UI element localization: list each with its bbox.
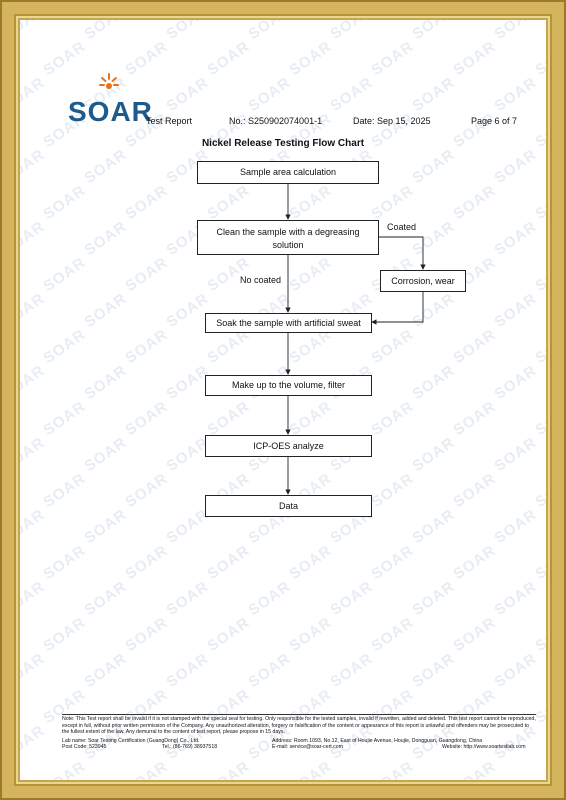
report-page: SOAR Test Report No.: S250902074001-1 Da… (20, 20, 546, 780)
logo-wordmark: SOAR (68, 96, 153, 127)
step-make-up-volume-label: Make up to the volume, filter (231, 380, 346, 390)
step-soak-sample: Soak the sample with artificial sweat (205, 313, 372, 333)
step-corrosion-wear-label: Corrosion, wear (391, 276, 455, 286)
footer-address: Address: Room 1093, No.12, East of Houji… (272, 737, 483, 744)
step-icp-oes-label: ICP-OES analyze (253, 441, 324, 451)
footer-divider (62, 714, 536, 715)
footer: Note: This Test report shall be invalid … (62, 716, 536, 751)
step-clean-sample: Clean the sample with a degreasing solut… (197, 220, 379, 255)
footer-email: E-mail: service@soar-cert.com (272, 744, 343, 751)
step-make-up-volume: Make up to the volume, filter (205, 375, 372, 396)
flow-connectors (285, 184, 426, 495)
label-coated: Coated (387, 222, 417, 232)
spark-icon (99, 73, 119, 89)
label-no-coated: No coated (240, 275, 282, 285)
step-corrosion-wear: Corrosion, wear (380, 270, 466, 292)
footer-lab-name: Lab name: Soar Testing Certification (Gu… (62, 737, 200, 744)
step-icp-oes: ICP-OES analyze (205, 435, 372, 457)
footer-post-code: Post Code: 523945 (62, 744, 107, 751)
report-label: Test Report (146, 116, 193, 126)
step-sample-area-label: Sample area calculation (239, 167, 337, 177)
step-data-label: Data (278, 501, 298, 511)
step-sample-area: Sample area calculation (197, 161, 379, 184)
soar-logo: SOAR (68, 72, 158, 132)
flow-chart-title: Nickel Release Testing Flow Chart (201, 138, 365, 149)
footer-website: Website: http://www.soartestlab.com (442, 744, 526, 751)
report-number: No.: S250902074001-1 (229, 116, 323, 126)
footer-tel: Tel.: (86-769) 38937518 (162, 744, 218, 751)
step-clean-sample-label: Clean the sample with a degreasing solut… (216, 227, 360, 250)
report-date: Date: Sep 15, 2025 (353, 116, 431, 126)
step-data: Data (205, 495, 372, 517)
connector-coated (379, 236, 426, 270)
footer-note: Note: This Test report shall be invalid … (62, 716, 536, 736)
step-soak-sample-label: Soak the sample with artificial sweat (216, 318, 361, 328)
page-number: Page 6 of 7 (471, 116, 518, 126)
connector-return (371, 292, 424, 325)
